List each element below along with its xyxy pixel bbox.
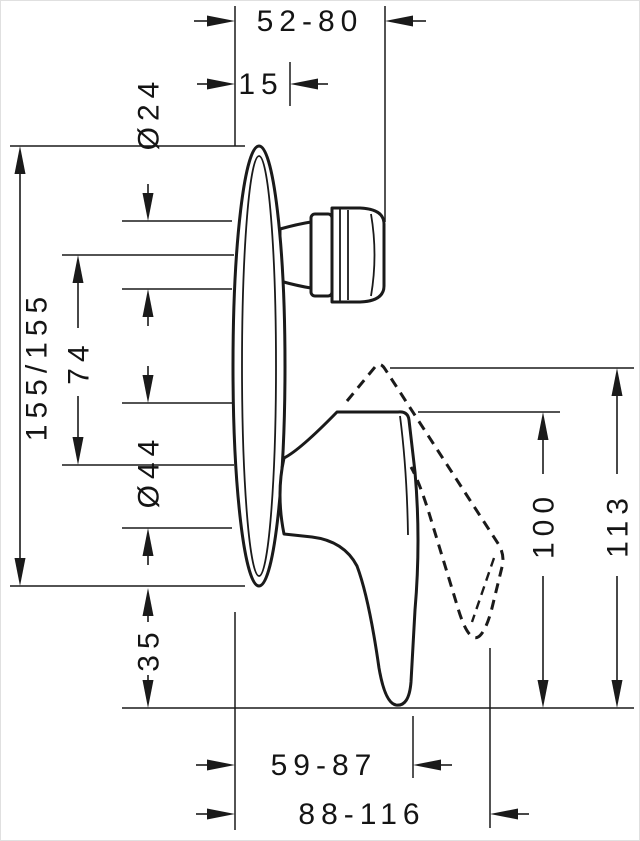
dim-label-88-116: 88-116 — [298, 798, 425, 831]
dim-diameter-24: Ø24 — [122, 76, 232, 326]
arrowhead-down — [142, 375, 154, 403]
arrowhead-right — [207, 759, 235, 771]
dim-label-o24: Ø24 — [133, 76, 166, 151]
spout-cap — [330, 206, 386, 304]
arrowhead-right — [207, 808, 235, 820]
handle-lever-dashed — [345, 362, 505, 640]
arrowhead-right — [207, 15, 235, 27]
dim-diameter-44: Ø44 — [122, 366, 232, 565]
dim-label-15: 15 — [238, 68, 283, 101]
arrowhead-left — [290, 78, 318, 90]
escutcheon-rim — [241, 155, 277, 577]
dim-100: 100 — [418, 411, 561, 708]
arrowhead-down — [72, 437, 84, 465]
arrowhead-down — [14, 558, 26, 586]
dim-label-74: 74 — [63, 339, 96, 384]
mixer-drawing — [231, 144, 505, 707]
dim-155-155: 155/155 — [10, 145, 245, 587]
arrowhead-down — [611, 680, 623, 708]
spout-neck — [278, 220, 313, 290]
arrowhead-left — [385, 15, 413, 27]
dim-74: 74 — [62, 254, 234, 466]
arrowhead-down — [142, 680, 154, 708]
dim-label-155-155: 155/155 — [21, 291, 54, 441]
dim-59-87: 59-87 — [196, 716, 452, 782]
dim-35: 35 — [133, 588, 166, 708]
arrowhead-up — [537, 412, 549, 440]
arrowhead-up — [611, 368, 623, 396]
spout-collar — [309, 212, 334, 298]
dim-label-o44: Ø44 — [133, 434, 166, 509]
arrowhead-up — [142, 289, 154, 317]
handle-lever-edge-line — [399, 415, 409, 536]
arrowhead-left — [490, 808, 518, 820]
handle-lever — [278, 410, 420, 707]
arrowhead-up — [142, 528, 154, 556]
handle-lever-alt-inner-line — [470, 557, 496, 623]
escutcheon-outline — [231, 144, 287, 588]
dim-113: 113 — [390, 367, 635, 708]
handle-lever-body — [278, 410, 420, 707]
dim-label-35: 35 — [133, 626, 166, 671]
arrowhead-down — [142, 193, 154, 221]
arrowhead-down — [537, 680, 549, 708]
escutcheon — [231, 144, 287, 588]
spout-cap-dome — [370, 213, 376, 297]
dim-88-116: 88-116 — [196, 612, 529, 831]
arrowhead-up — [142, 588, 154, 616]
dim-label-113: 113 — [602, 492, 635, 558]
arrowhead-right — [207, 78, 235, 90]
spout-assembly — [278, 206, 386, 304]
dim-52-80: 52-80 — [194, 5, 426, 222]
dim-label-100: 100 — [528, 491, 561, 559]
arrowhead-left — [413, 759, 441, 771]
dim-15: 15 — [197, 62, 328, 106]
dim-label-59-87: 59-87 — [271, 749, 378, 782]
dim-label-52-80: 52-80 — [257, 5, 364, 38]
handle-lever-alt-position — [345, 362, 505, 640]
arrowhead-up — [72, 255, 84, 283]
arrowhead-up — [14, 146, 26, 174]
